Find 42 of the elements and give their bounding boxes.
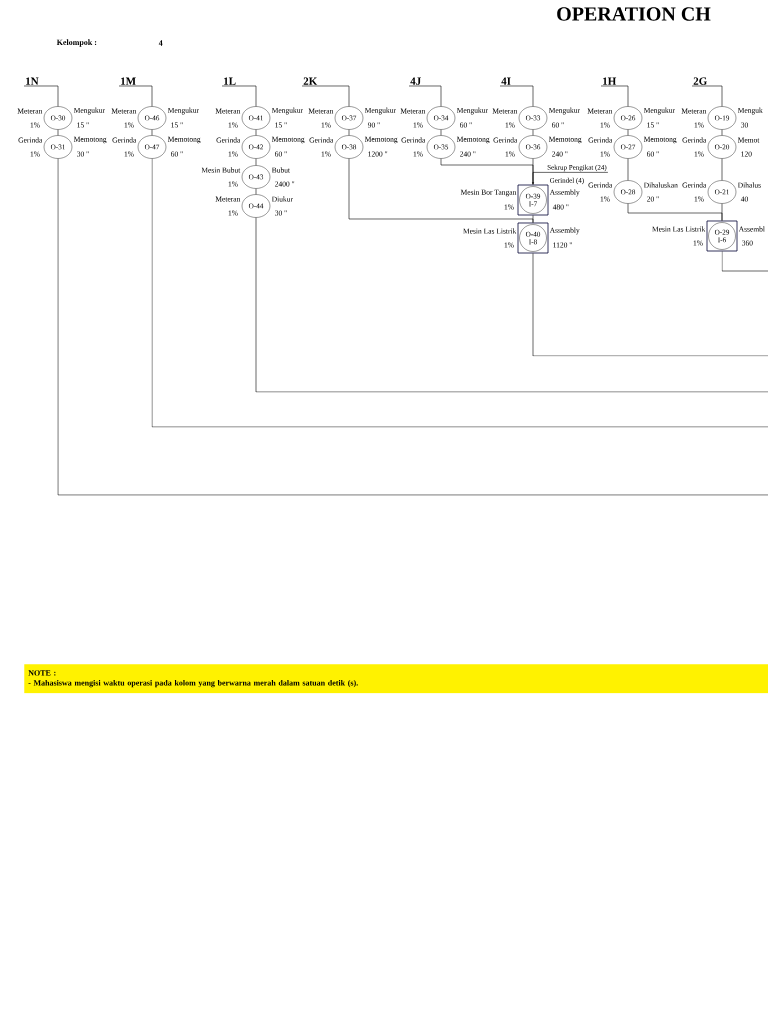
- connector-line: [532, 253, 768, 357]
- column-heading: 1M: [121, 77, 136, 85]
- connector-line: [118, 85, 153, 107]
- connector-line: [348, 129, 350, 136]
- group-label: Kelompok :: [56, 39, 97, 47]
- connector-line: [440, 129, 442, 136]
- connector-line: [255, 129, 257, 136]
- connector-line: [532, 158, 534, 185]
- connector-line: [532, 129, 534, 136]
- connector-line: [721, 129, 723, 136]
- group-number: 4: [158, 40, 163, 46]
- connector-line: [221, 85, 257, 107]
- column-heading: 1H: [603, 77, 617, 85]
- connector-line: [255, 217, 768, 393]
- connector-line: [255, 158, 257, 166]
- connector-line: [151, 129, 153, 136]
- connector-line: [627, 129, 629, 136]
- connector-line: [348, 158, 534, 223]
- connector-line: [600, 85, 629, 107]
- column-heading: 2K: [303, 77, 318, 85]
- connector-line: [57, 129, 59, 136]
- connector-line: [408, 85, 442, 107]
- column-heading: 4I: [501, 77, 511, 85]
- note-band: NOTE : - Mahasiswa mengisi waktu operasi pada kolom yang berwarna merah dalam satuan detik (s).: [24, 664, 768, 694]
- connector-line: [151, 158, 768, 428]
- connector-line: [627, 158, 629, 181]
- connector-line: [721, 158, 723, 181]
- connector-line: [721, 203, 723, 221]
- column-heading: 2G: [693, 77, 707, 85]
- connector-line: [301, 85, 350, 107]
- column-heading: 4J: [410, 77, 421, 85]
- connector-line: [532, 172, 609, 185]
- column-heading: 1N: [26, 77, 39, 85]
- connector-line: [721, 251, 768, 272]
- connector-line: [499, 85, 534, 107]
- title: OPERATION CH: [557, 7, 711, 21]
- connector-line: [532, 215, 534, 223]
- connector-line: [255, 188, 257, 195]
- connector-line: [691, 85, 723, 107]
- connector-line: [57, 158, 768, 496]
- column-heading: 1L: [224, 77, 236, 85]
- connector-line: [23, 85, 59, 107]
